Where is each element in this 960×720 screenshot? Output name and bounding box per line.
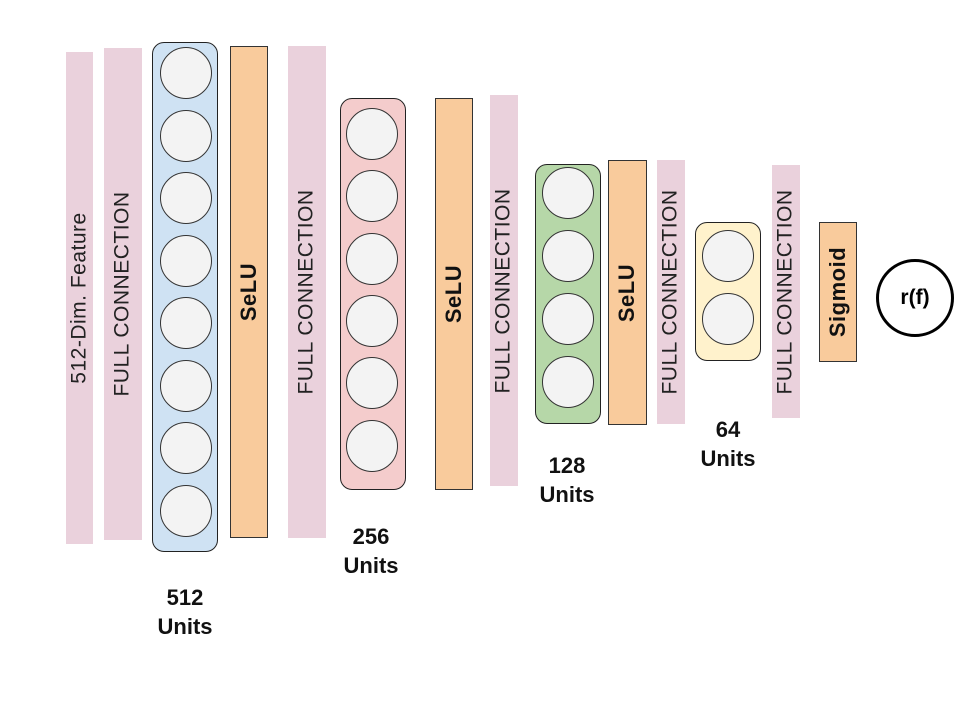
full-connection-bar-1: FULL CONNECTION [104, 48, 142, 540]
neuron-128-4 [542, 356, 594, 408]
neuron-128-2 [542, 230, 594, 282]
activation-selu-label-1: SeLU [236, 262, 261, 322]
activation-selu-label-2: SeLU [441, 264, 466, 324]
neuron-256-2 [346, 170, 398, 223]
neuron-512-5 [160, 297, 212, 349]
neuron-256-4 [346, 294, 398, 347]
activation-sigmoid-bar: Sigmoid [819, 222, 857, 362]
neuron-512-2 [160, 109, 212, 162]
layer-512-unit: Units [157, 614, 213, 639]
activation-sigmoid-label: Sigmoid [825, 246, 850, 338]
neuron-256-5 [346, 357, 398, 410]
full-connection-bar-2: FULL CONNECTION [288, 46, 326, 538]
neuron-512-3 [160, 172, 212, 224]
neuron-512-6 [160, 359, 212, 412]
activation-selu-bar-2: SeLU [435, 98, 473, 490]
layer-128-unit: Units [539, 482, 595, 507]
neuron-256-6 [346, 419, 398, 472]
neuron-512-1 [160, 47, 212, 99]
activation-selu-bar-1: SeLU [230, 46, 268, 538]
layer-256-units-caption: 256 Units [321, 522, 421, 580]
full-connection-label-5: FULL CONNECTION [774, 188, 798, 395]
layer-256-count: 256 [352, 524, 390, 549]
layer-128-units-caption: 128 Units [517, 451, 617, 509]
neuron-64-1 [702, 230, 754, 282]
full-connection-bar-3: FULL CONNECTION [490, 95, 518, 486]
neuron-512-4 [160, 234, 212, 287]
layer-256-unit: Units [343, 553, 399, 578]
input-feature-label: 512-Dim. Feature [67, 212, 91, 384]
neuron-512-8 [160, 484, 212, 537]
layer-512-count: 512 [166, 585, 204, 610]
layer-512-units-caption: 512 Units [135, 583, 235, 641]
input-feature-bar: 512-Dim. Feature [66, 52, 93, 544]
neuron-128-3 [542, 293, 594, 345]
full-connection-bar-4: FULL CONNECTION [657, 160, 685, 424]
neuron-128-1 [542, 167, 594, 219]
layer-64-units-caption: 64 Units [678, 415, 778, 473]
neuron-64-2 [702, 293, 754, 345]
output-node: r(f) [876, 259, 954, 337]
layer-64-unit: Units [700, 446, 756, 471]
full-connection-bar-5: FULL CONNECTION [772, 165, 800, 418]
activation-selu-bar-3: SeLU [608, 160, 647, 425]
full-connection-label-3: FULL CONNECTION [492, 187, 516, 394]
activation-selu-label-3: SeLU [614, 263, 640, 322]
full-connection-label-4: FULL CONNECTION [659, 189, 683, 395]
full-connection-label-1: FULL CONNECTION [111, 191, 135, 397]
neuron-256-3 [346, 232, 398, 285]
layer-128-count: 128 [548, 453, 586, 478]
layer-64-count: 64 [715, 417, 741, 442]
full-connection-label-2: FULL CONNECTION [295, 189, 319, 395]
neuron-512-7 [160, 422, 212, 474]
neuron-256-1 [346, 108, 398, 160]
